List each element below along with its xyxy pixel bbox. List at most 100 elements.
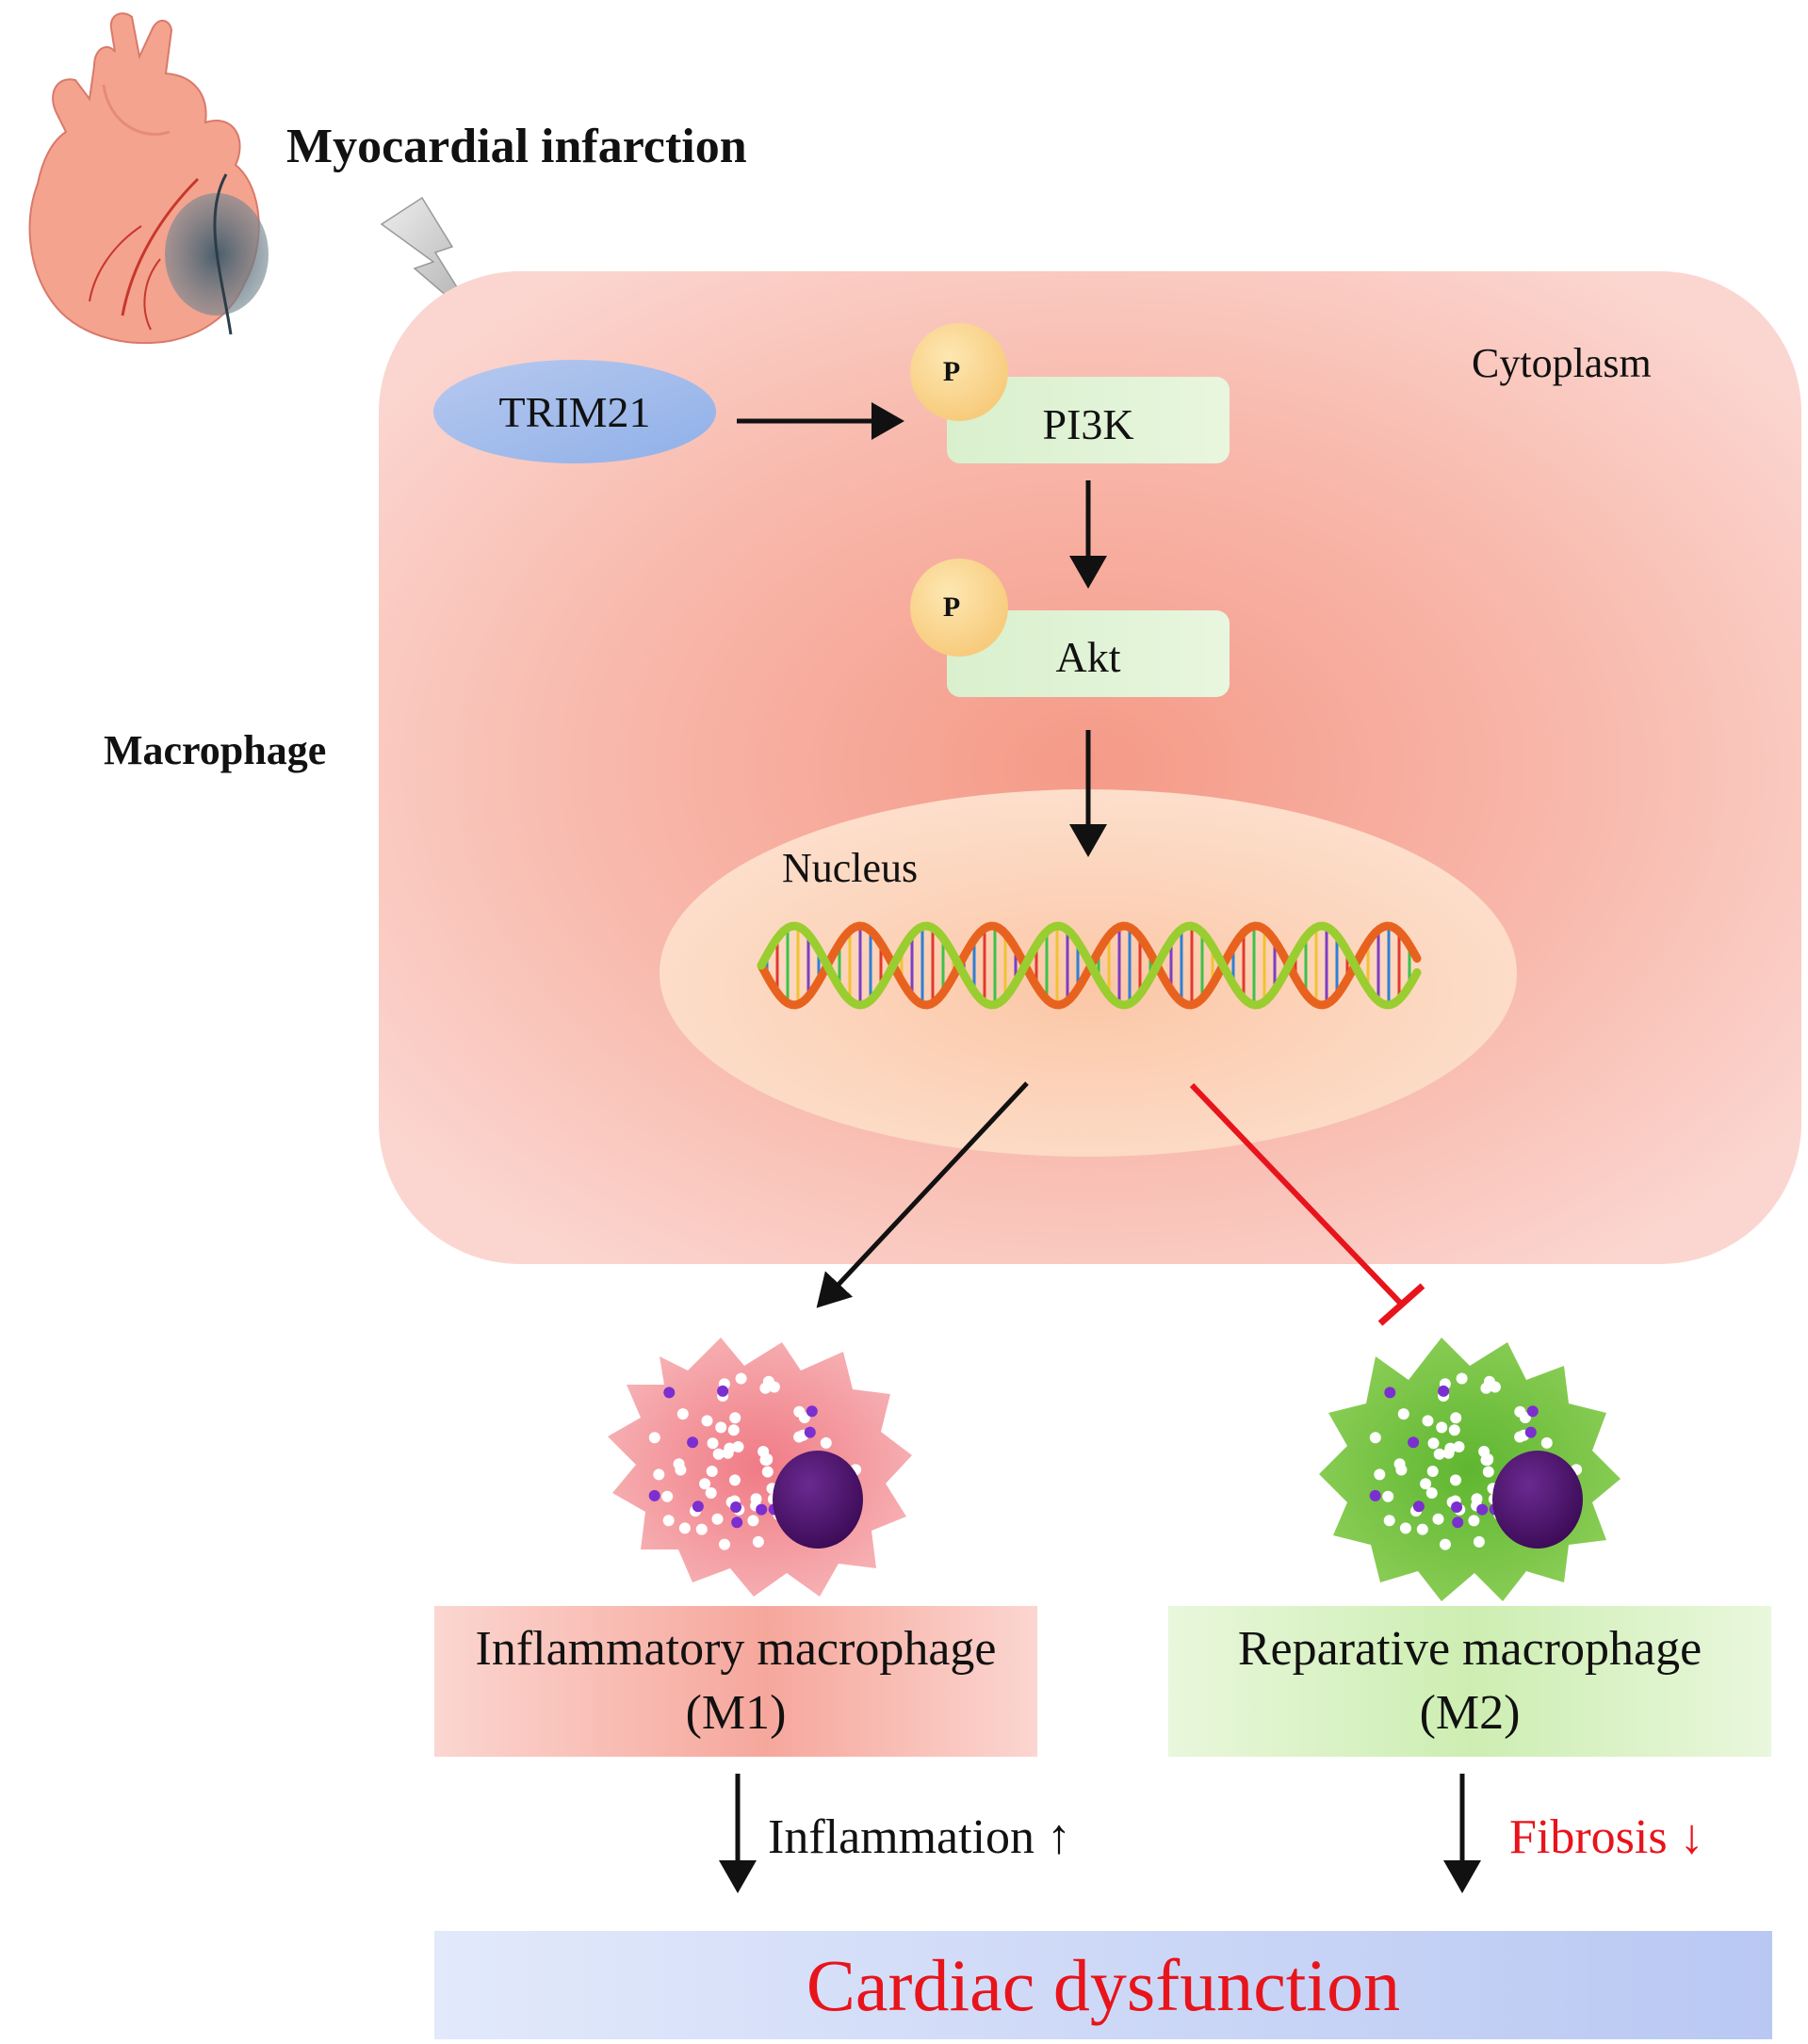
granule [729, 1412, 741, 1424]
granule [705, 1487, 717, 1499]
granule [762, 1375, 774, 1387]
granule [804, 1426, 816, 1438]
granule [715, 1421, 727, 1434]
granule [648, 1489, 660, 1501]
granule [732, 1441, 744, 1452]
granule [712, 1448, 725, 1460]
granule [706, 1466, 718, 1477]
pi3k-label: PI3K [1042, 400, 1134, 448]
granule [759, 1454, 772, 1466]
granule [678, 1522, 691, 1534]
granule [719, 1538, 730, 1550]
granule [1399, 1522, 1411, 1534]
m1-macrophage-box: Inflammatory macrophage (M1) [434, 1606, 1037, 1757]
granule [747, 1515, 759, 1527]
granule [750, 1493, 762, 1505]
granule [730, 1501, 742, 1513]
granule [731, 1517, 743, 1529]
granule [1422, 1415, 1434, 1427]
granule [663, 1387, 676, 1399]
granule [1408, 1436, 1420, 1449]
m1-subtitle: (M1) [685, 1686, 787, 1740]
granule [1374, 1468, 1386, 1481]
phospho-label: P [942, 356, 961, 387]
granule [1452, 1517, 1464, 1529]
granule [1473, 1535, 1485, 1548]
granule [1468, 1515, 1480, 1527]
granule [1420, 1478, 1432, 1490]
m1-macrophage-icon [608, 1338, 912, 1597]
granule [717, 1385, 729, 1397]
granule [1480, 1454, 1492, 1466]
fibrosis-label: Fibrosis ↓ [1509, 1810, 1704, 1864]
granule [1453, 1441, 1465, 1452]
m2-macrophage-box: Reparative macrophage (M2) [1168, 1606, 1771, 1757]
granule [1451, 1501, 1463, 1513]
granule [793, 1405, 806, 1418]
phospho-icon [910, 559, 1008, 657]
granule [673, 1458, 685, 1470]
granule [806, 1405, 818, 1418]
granule [648, 1432, 660, 1444]
granule [661, 1490, 674, 1502]
granule [729, 1474, 741, 1486]
granule [1416, 1523, 1428, 1535]
granule [1383, 1515, 1395, 1527]
granule [724, 1442, 736, 1454]
pi3k-node [947, 377, 1230, 463]
granule [1526, 1405, 1539, 1418]
granule [1448, 1424, 1460, 1436]
cell-nucleus-icon [1492, 1451, 1583, 1549]
granule [727, 1424, 740, 1436]
arrow-nucleus-m1 [816, 1081, 1029, 1308]
akt-label: Akt [1055, 633, 1121, 681]
granule [1384, 1387, 1396, 1399]
inhibit-nucleus-m2 [1189, 1082, 1405, 1307]
granule [1436, 1421, 1448, 1434]
granule [1450, 1412, 1462, 1424]
granule [1369, 1432, 1381, 1444]
cytoplasm-label: Cytoplasm [1472, 340, 1652, 386]
granule [735, 1372, 747, 1385]
granule [692, 1501, 704, 1513]
granule [701, 1415, 713, 1427]
phospho-label: P [942, 592, 961, 623]
heart-icon [28, 12, 269, 345]
granule [699, 1478, 711, 1490]
granule [1444, 1442, 1457, 1454]
granule [662, 1515, 675, 1527]
granule [1426, 1466, 1439, 1477]
nucleus-label: Nucleus [782, 845, 919, 891]
granule [752, 1535, 764, 1548]
granule [1427, 1437, 1440, 1450]
granule [687, 1436, 699, 1449]
inflammation-label: Inflammation ↑ [768, 1810, 1072, 1864]
granule [1397, 1408, 1409, 1420]
granule [1438, 1385, 1450, 1397]
granule [1393, 1458, 1406, 1470]
akt-node [947, 610, 1230, 697]
m2-macrophage-icon [1319, 1338, 1621, 1601]
inhibit-bar [1377, 1283, 1425, 1326]
trim21-node [433, 360, 716, 463]
macrophage-label: Macrophage [104, 727, 327, 773]
granule [1524, 1426, 1537, 1438]
cell-nucleus-icon [773, 1451, 863, 1549]
trim21-label: TRIM21 [498, 388, 651, 436]
granule [1432, 1513, 1444, 1525]
granule [1471, 1493, 1483, 1505]
granule [756, 1503, 768, 1516]
granule [1482, 1466, 1494, 1478]
granule [1456, 1372, 1468, 1385]
granule [1476, 1503, 1489, 1516]
granule [1433, 1448, 1445, 1460]
granule [1514, 1405, 1526, 1418]
granule [761, 1466, 774, 1478]
m1-title: Inflammatory macrophage [475, 1622, 997, 1677]
dna-strand [757, 921, 1422, 1010]
granule [711, 1513, 724, 1525]
granule [820, 1436, 832, 1449]
granule [707, 1437, 719, 1450]
cardiac-dysfunction-label: Cardiac dysfunction [806, 1943, 1401, 2026]
